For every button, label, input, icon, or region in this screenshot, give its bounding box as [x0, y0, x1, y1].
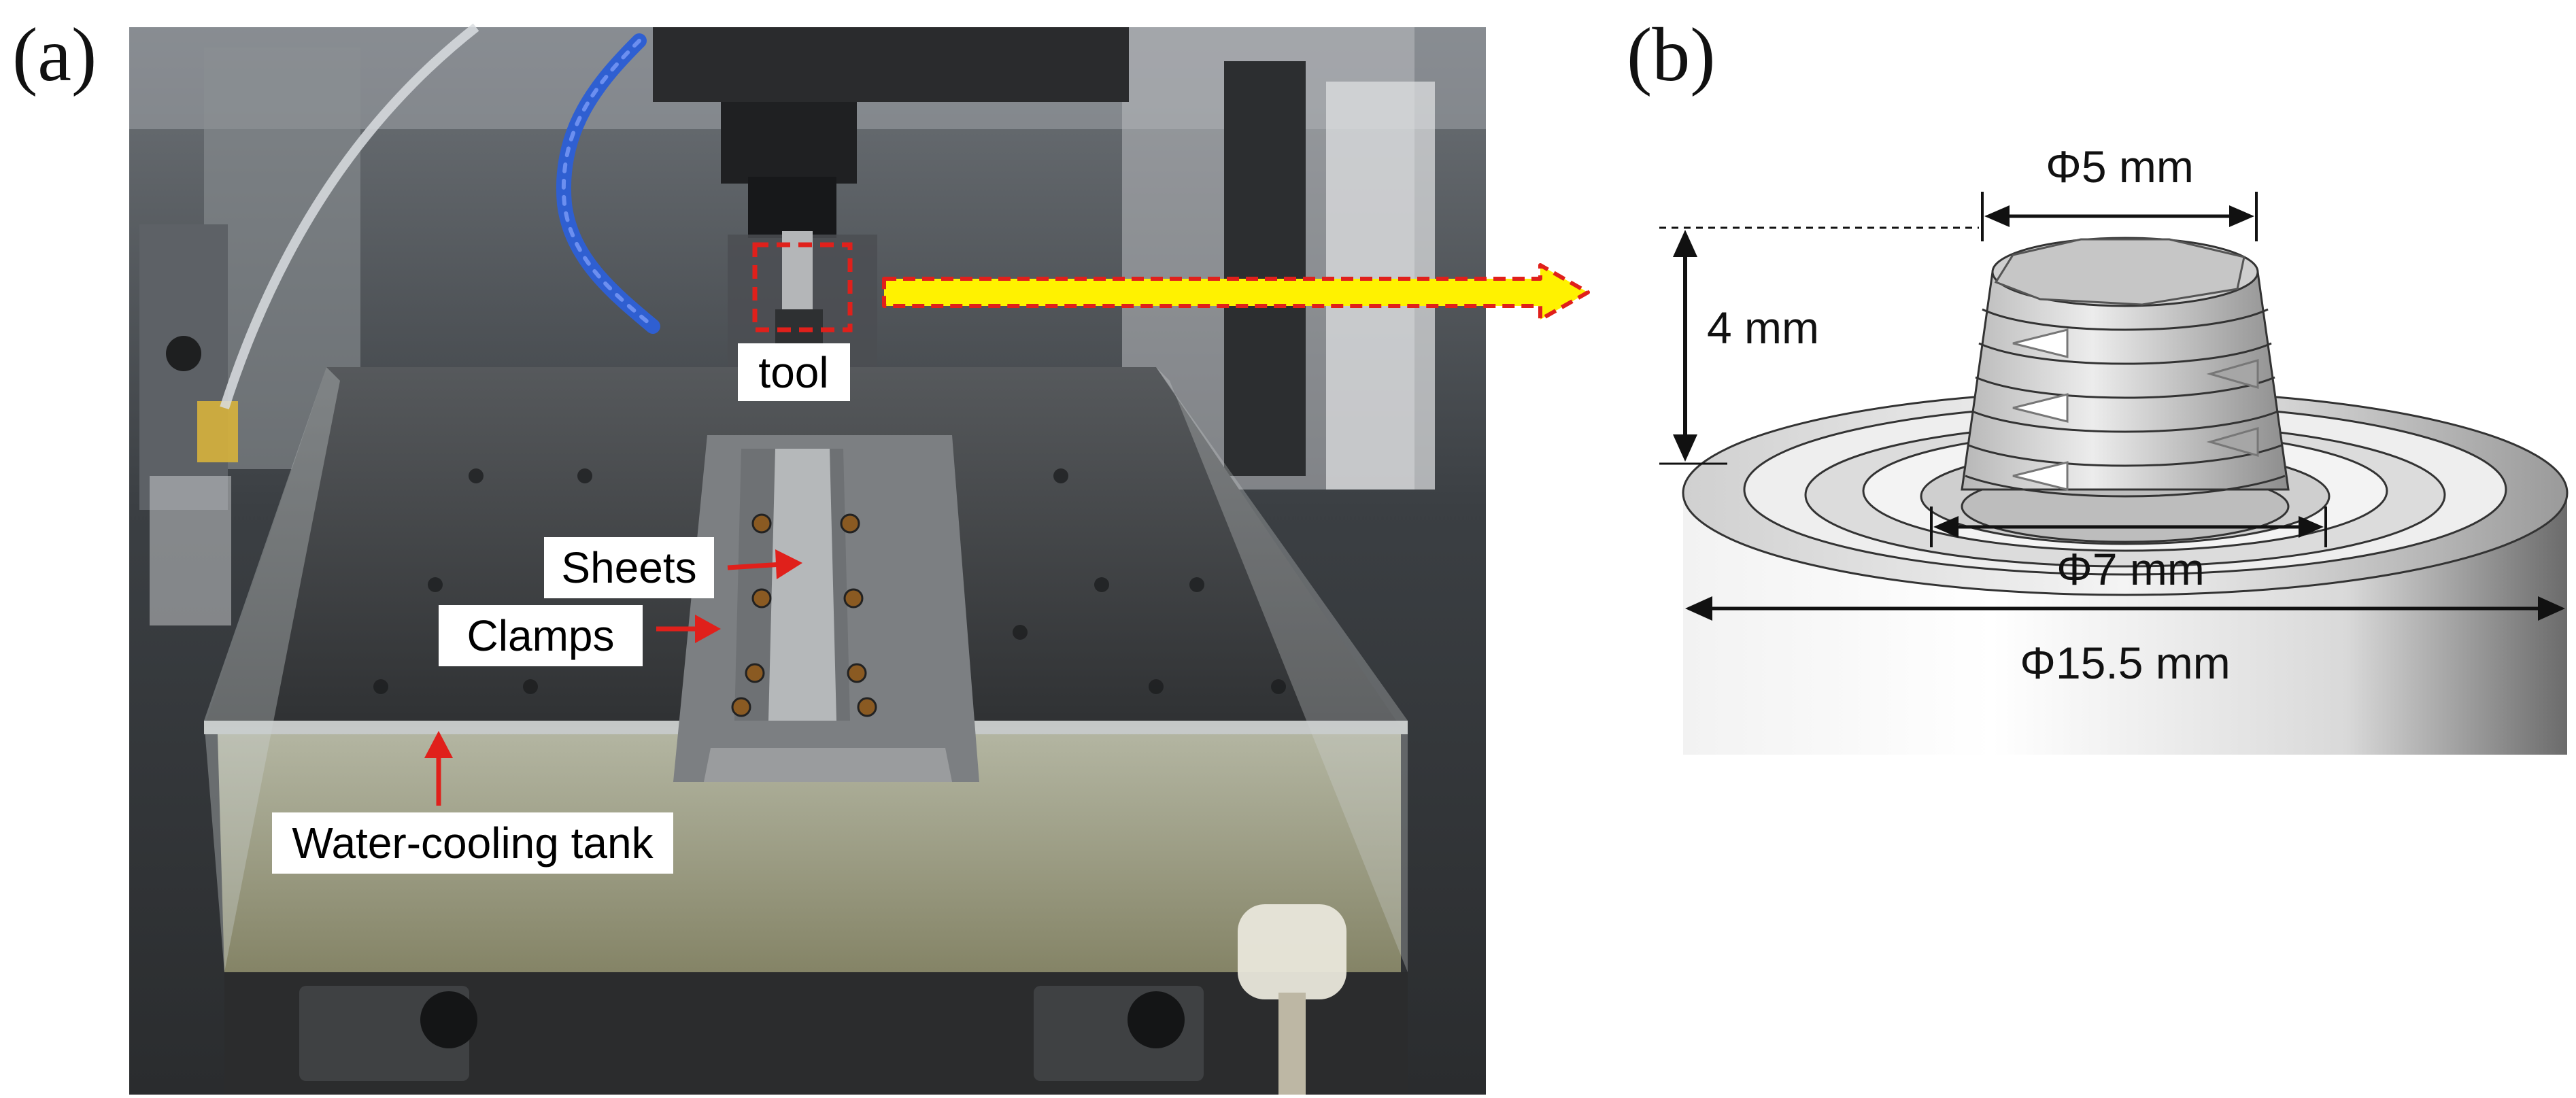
- pin-root-dimension: Φ7 mm: [1930, 507, 2327, 594]
- sheets-callout: Sheets: [544, 537, 802, 598]
- pin-top-dimension: Φ5 mm: [1981, 141, 2258, 241]
- tool-callout: tool: [738, 343, 850, 401]
- tank-arrowhead: [424, 731, 453, 758]
- tank-callout: Water-cooling tank: [272, 731, 673, 874]
- tool-highlight-box: [752, 242, 853, 332]
- pin-top-diameter-label: Φ5 mm: [2046, 141, 2194, 192]
- clamps-label: Clamps: [467, 611, 615, 660]
- panel-b-letter: (b): [1627, 13, 1716, 97]
- clamps-arrowhead: [695, 615, 721, 643]
- sheets-label: Sheets: [561, 543, 696, 592]
- link-arrow-to-panel-b: [882, 263, 1590, 322]
- pin-root-diameter-label: Φ7 mm: [2056, 544, 2205, 594]
- panel-a-letter: (a): [12, 13, 97, 97]
- panel-a: (a): [12, 13, 1590, 1095]
- panel-b: (b): [1627, 13, 2569, 755]
- pin-height-label: 4 mm: [1707, 303, 1819, 353]
- clamps-callout: Clamps: [439, 605, 721, 666]
- sheets-arrow: [727, 562, 783, 570]
- sheets-arrowhead: [775, 549, 802, 579]
- tool-label: tool: [758, 348, 828, 397]
- pin-height-dimension: 4 mm: [1659, 226, 1979, 465]
- shoulder-dimension: Φ15.5 mm: [1685, 596, 2565, 688]
- setup-photo: [129, 23, 1486, 1095]
- shoulder-diameter-label: Φ15.5 mm: [2020, 638, 2230, 688]
- tool-drawing: [1682, 237, 2569, 755]
- tank-label: Water-cooling tank: [292, 819, 654, 868]
